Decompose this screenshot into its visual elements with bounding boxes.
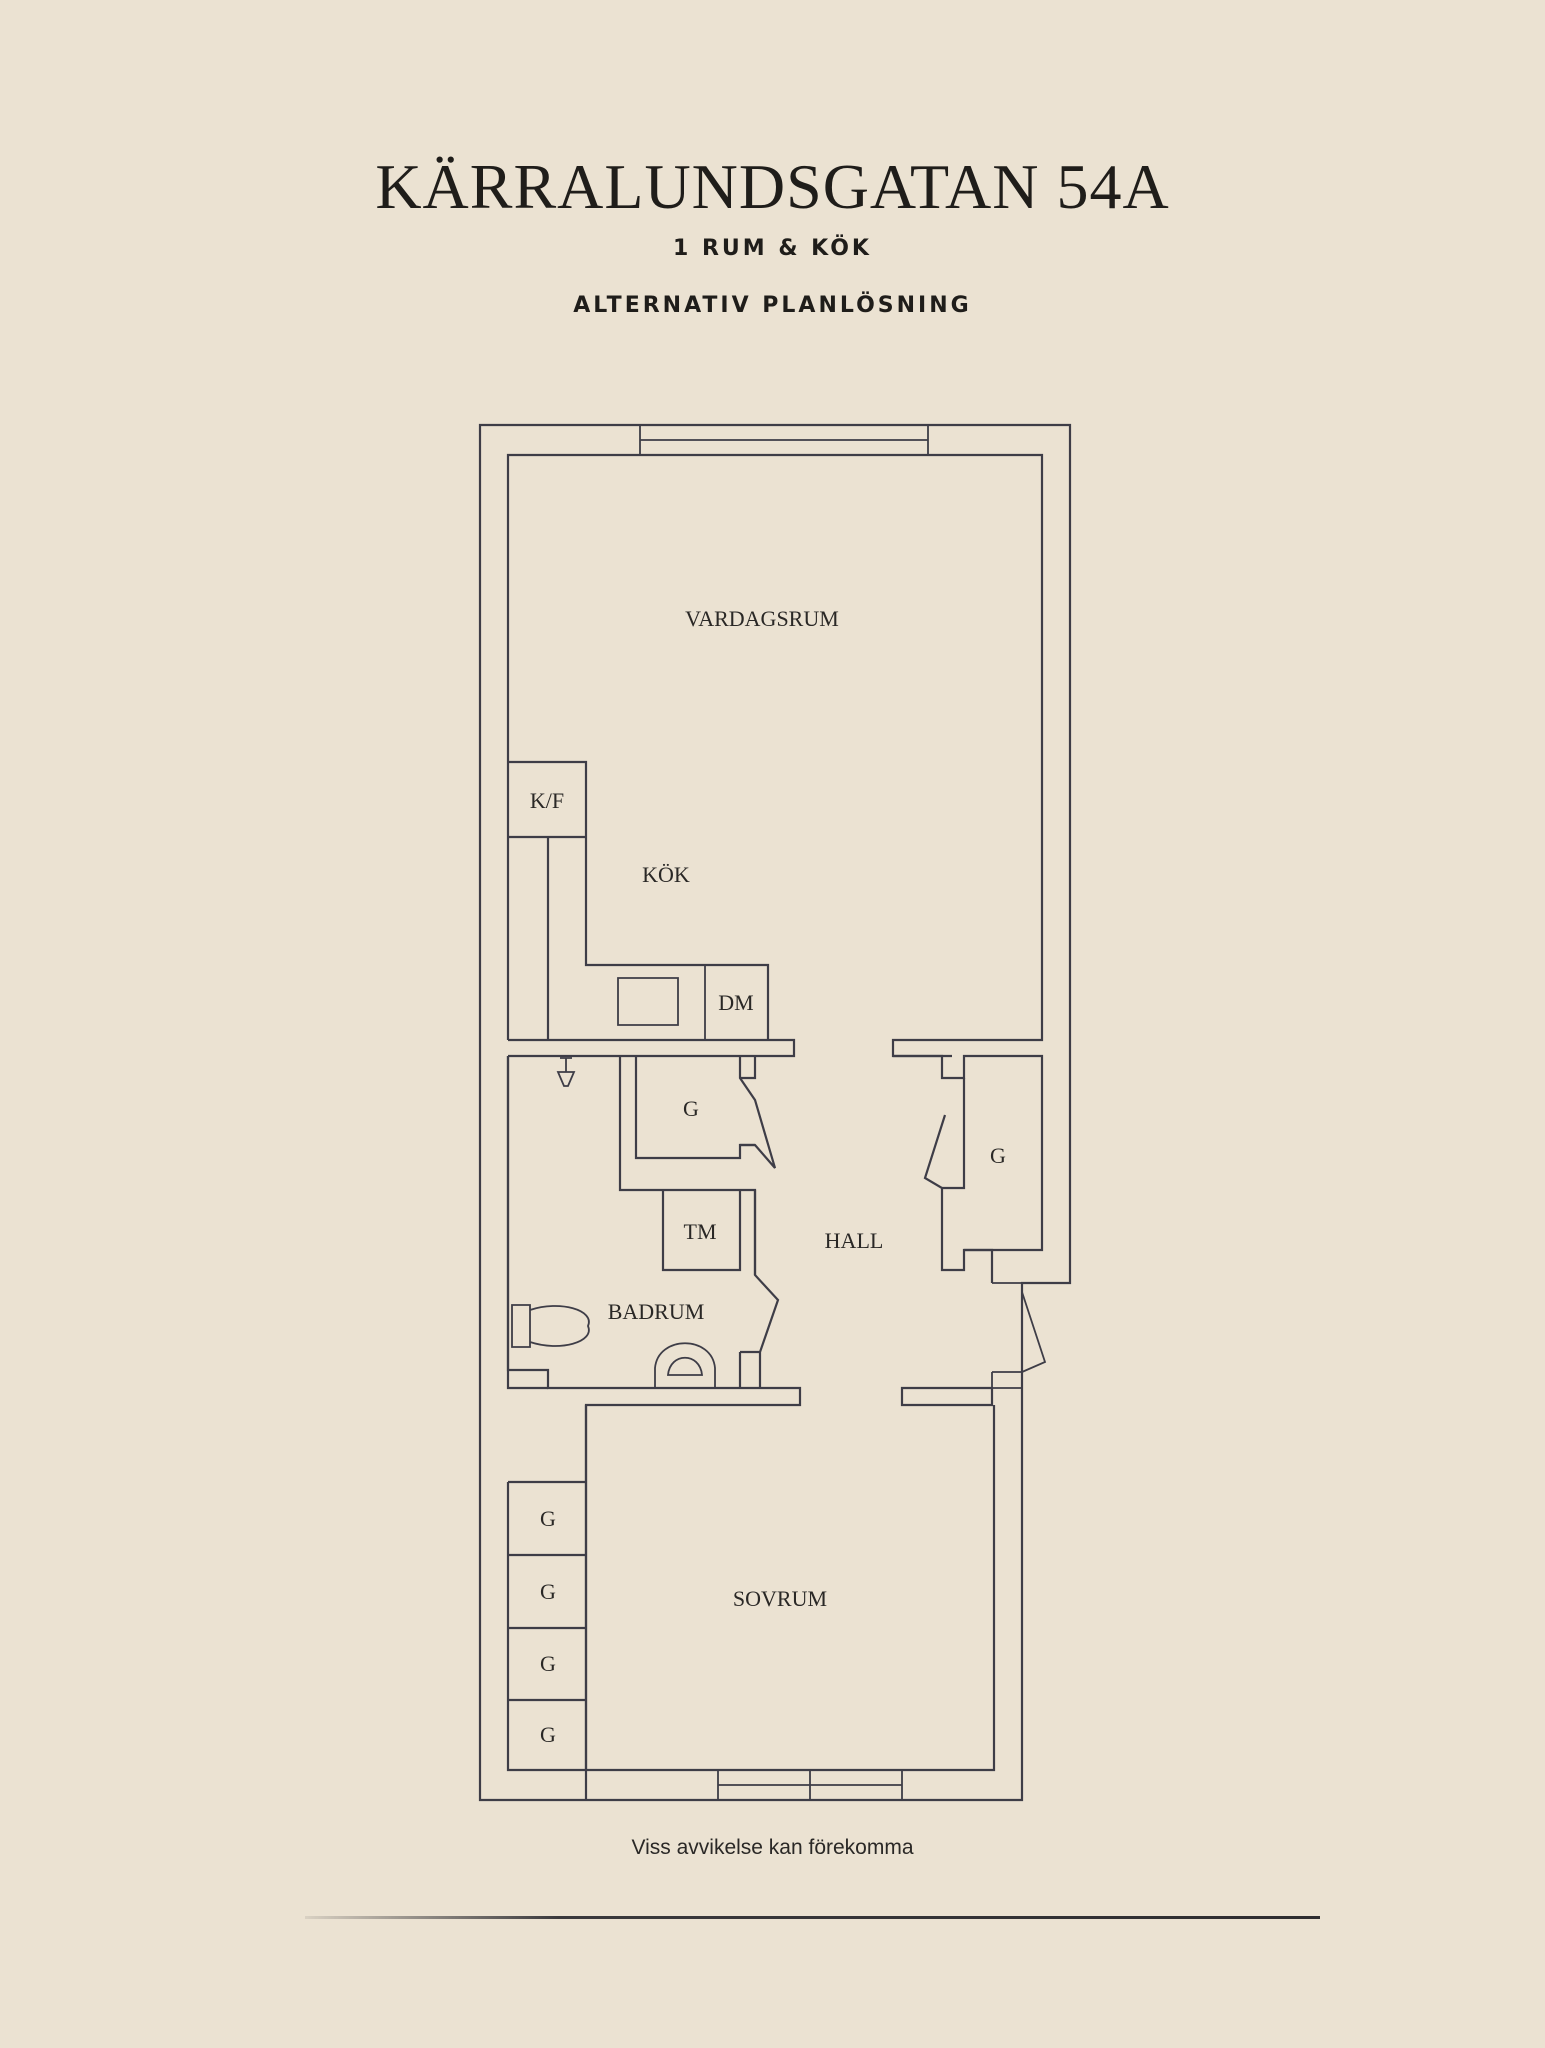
label-vardagsrum: VARDAGSRUM [685,606,839,631]
page-title: KÄRRALUNDSGATAN 54A [375,151,1170,222]
hall-right-inner [942,1078,994,1283]
bedroom-inner [584,1405,996,1772]
label-badrum: BADRUM [608,1299,705,1324]
sink [617,977,679,1026]
hall-right-wall [893,1054,1044,1272]
disclaimer: Viss avvikelse kan förekomma [631,1836,914,1859]
toilet-icon [511,1304,590,1348]
entrance-door [991,1282,1047,1389]
label-g-1: G [683,1096,699,1121]
label-g-5: G [540,1651,556,1676]
label-kf: K/F [530,788,564,813]
label-sovrum: SOVRUM [733,1586,827,1611]
kitchen-hall-wall [508,1038,796,1058]
kitchen-counter [508,760,770,1040]
bottom-window [717,1770,903,1800]
label-kok: KÖK [642,862,690,887]
top-window [639,425,929,455]
label-g-2: G [990,1143,1006,1168]
label-g-6: G [540,1722,556,1747]
label-g-3: G [540,1506,556,1531]
bathroom-wall [506,1056,548,1390]
bedroom-top-wall [900,1386,994,1407]
bathroom-outline [506,1056,802,1800]
shower-icon [556,1057,576,1087]
label-g-4: G [540,1579,556,1604]
dryer-box [661,1190,742,1272]
plan-type: ALTERNATIV PLANLÖSNING [573,293,972,318]
washbasin-icon [654,1342,716,1388]
label-tm: TM [684,1219,717,1244]
wardrobe-top-left-inner [740,1056,757,1147]
label-hall: HALL [825,1228,884,1253]
divider-line [305,1916,1320,1919]
apartment-type: 1 RUM & KÖK [673,236,872,261]
label-dm: DM [718,990,753,1015]
bedroom-wardrobes [506,1480,586,1772]
